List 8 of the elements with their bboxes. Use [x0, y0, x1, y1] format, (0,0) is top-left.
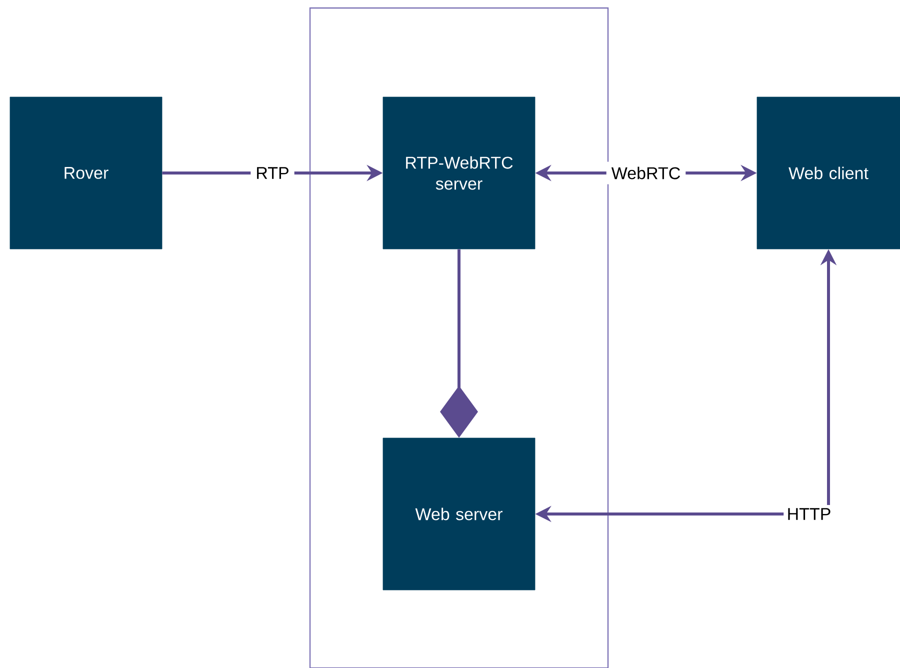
process-box: Web client	[756, 96, 900, 250]
container-frame	[309, 7, 609, 668]
edge-label: WebRTC	[606, 162, 686, 184]
process-box: Rover	[10, 96, 162, 250]
protocol-label: HTTP	[788, 508, 830, 520]
process-box: RTP-WebRTC server	[382, 96, 536, 250]
edge-label: RTP	[250, 162, 294, 184]
process-box: Web server	[382, 438, 536, 590]
